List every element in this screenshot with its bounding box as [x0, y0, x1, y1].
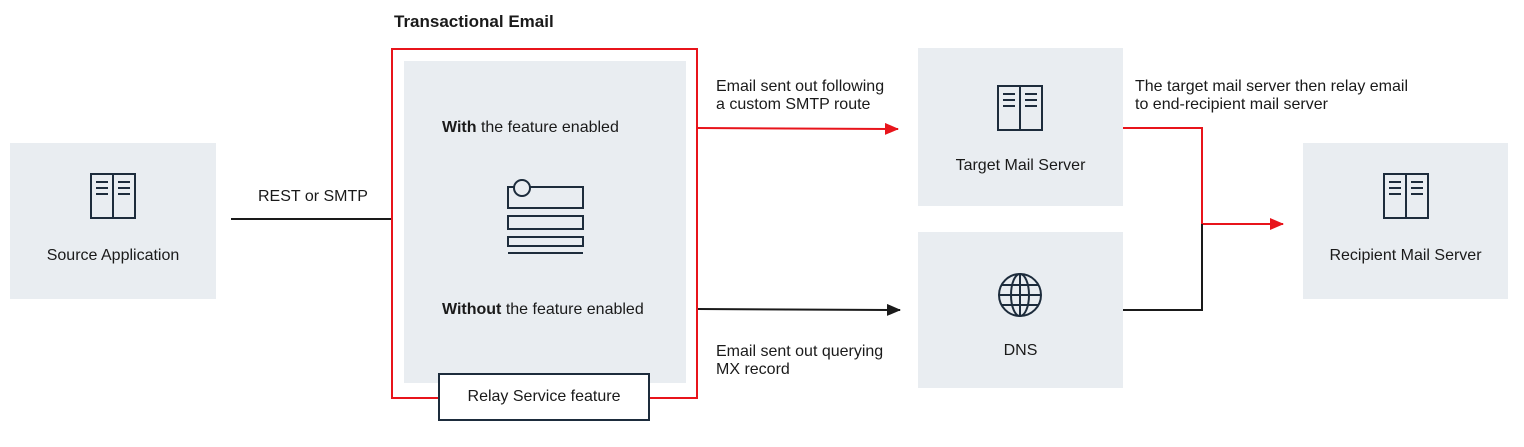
recipient-mail-server-label: Recipient Mail Server [1329, 247, 1482, 264]
target-mail-server-label: Target Mail Server [955, 157, 1086, 174]
recipient-mail-server-node [1303, 143, 1508, 299]
custom-route-label-line1: Email sent out following [716, 78, 885, 95]
custom-route-arrow [697, 122, 899, 135]
dns-label: DNS [1003, 342, 1038, 359]
relay-description-line1: The target mail server then relay email [1135, 78, 1408, 95]
source-application-label: Source Application [46, 247, 180, 264]
relay-description-line2: to end-recipient mail server [1135, 96, 1328, 113]
diagram-title: Transactional Email [394, 12, 554, 31]
feature-panel [404, 61, 686, 383]
server-icon [90, 173, 136, 219]
target-to-recipient-line [1123, 127, 1203, 224]
mx-query-label-line1: Email sent out querying [716, 343, 884, 360]
form-list-icon [507, 179, 584, 254]
server-icon [1383, 173, 1429, 219]
source-application-node [10, 143, 216, 299]
dns-to-junction-line [1123, 224, 1203, 311]
without-feature-label: Without the feature enabled [442, 301, 644, 318]
mx-query-arrow [697, 303, 901, 316]
mx-query-label-line2: MX record [716, 361, 790, 378]
relay-service-feature-label: Relay Service feature [467, 388, 621, 405]
globe-icon [998, 273, 1042, 317]
server-icon [997, 85, 1043, 131]
custom-route-label-line2: a custom SMTP route [716, 96, 871, 113]
with-feature-label: With the feature enabled [442, 119, 619, 136]
rest-or-smtp-label: REST or SMTP [258, 188, 368, 205]
relay-service-feature-box: Relay Service feature [438, 373, 650, 421]
